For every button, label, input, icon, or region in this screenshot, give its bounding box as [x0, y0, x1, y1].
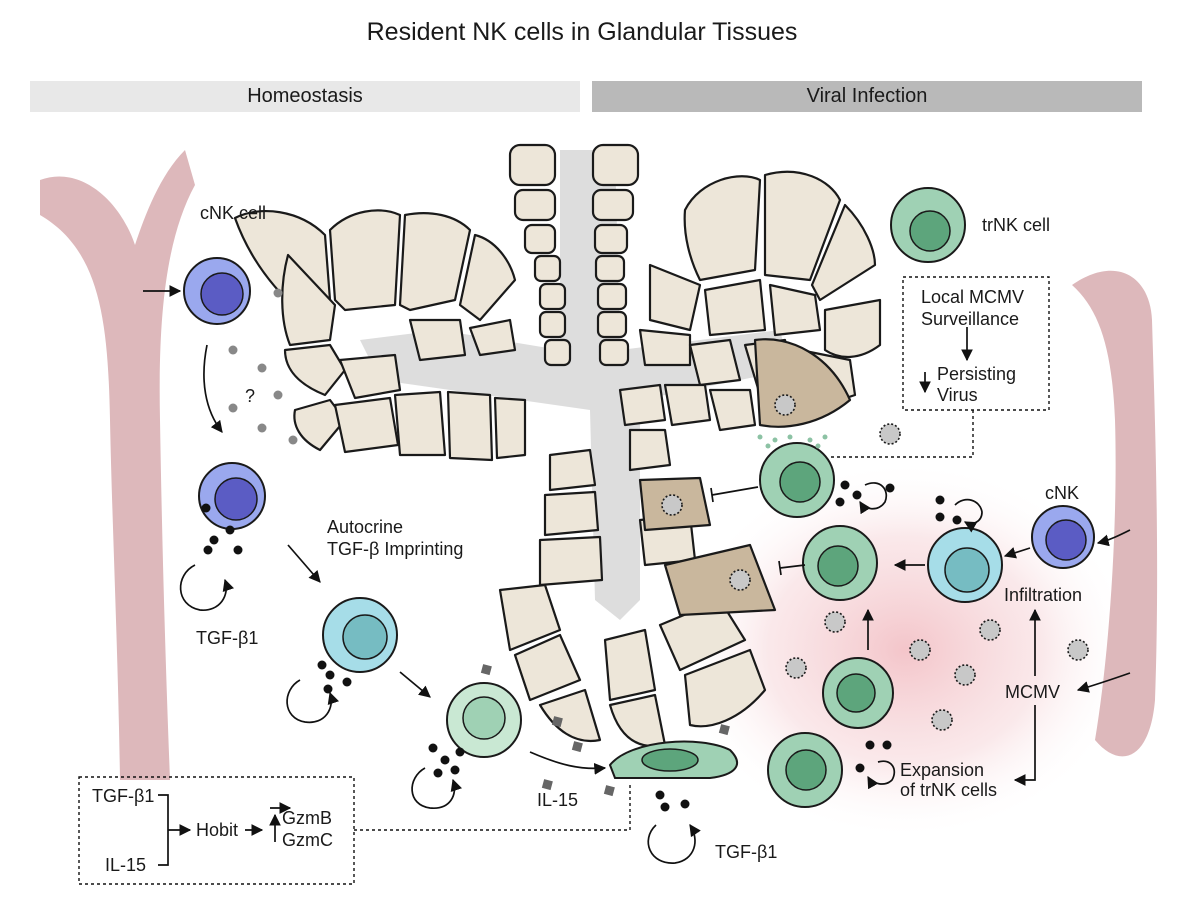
label-autocrine-1: Autocrine [327, 517, 404, 537]
label-question: ? [245, 386, 256, 406]
box-surveillance-line3: Persisting [937, 364, 1017, 384]
trnk-cell-expanding-2 [767, 732, 843, 808]
cnk-cell-infiltrating [1031, 505, 1095, 569]
box-surveillance-line4: Virus [937, 385, 978, 405]
label-autocrine-2: TGF-β Imprinting [327, 539, 464, 559]
intermediate-nk-cell-left [322, 597, 398, 673]
box-hobit-tgf: TGF-β1 [92, 786, 155, 806]
trnk-cell-homeostasis [446, 682, 522, 758]
intermediate-nk-cell-right [927, 527, 1003, 603]
panel-header-homeostasis: Homeostasis [30, 81, 580, 112]
trnk-cell-surveillance [759, 442, 835, 518]
blood-vessel-left [40, 150, 195, 780]
cnk-cell-binding-tgf [198, 462, 266, 530]
box-hobit-il15: IL-15 [105, 855, 147, 875]
blood-vessel-right [1072, 270, 1158, 757]
gland-acinar-cells [233, 143, 882, 748]
autocrine-arrows [179, 482, 983, 864]
flow-arrows [143, 285, 1131, 814]
trnk-cell-expanding-1 [822, 657, 894, 729]
virus-particles [661, 394, 1089, 731]
diagram-title: Resident NK cells in Glandular Tissues [366, 18, 798, 46]
inhibition-lines [710, 486, 806, 576]
box-surveillance-line2: Surveillance [921, 309, 1020, 329]
label-cnk-cell: cNK cell [200, 203, 267, 223]
il15-molecules [228, 288, 730, 797]
label-cnk-right: cNK [1045, 483, 1080, 503]
label-expansion-2: of trNK cells [900, 780, 998, 800]
label-expansion-1: Expansion [900, 760, 985, 780]
hobit-bracket [158, 794, 281, 866]
trnk-cell-legend [890, 187, 966, 263]
box-hobit-hobit: Hobit [196, 820, 239, 840]
box-hobit-gzmc: GzmC [282, 830, 333, 850]
label-il15: IL-15 [537, 790, 579, 810]
gland-lumen [360, 150, 790, 620]
box-surveillance-line1: Local MCMV [921, 287, 1025, 307]
label-mcmv: MCMV [1005, 682, 1060, 702]
trnk-cell-cytotoxic [802, 525, 878, 601]
label-tgf-bottom: TGF-β1 [715, 842, 778, 862]
label-trnk-cell: trNK cell [982, 215, 1051, 235]
trnk-cell-adherent [608, 740, 738, 779]
dashed-boxes [78, 276, 1050, 885]
released-granules [757, 434, 828, 449]
box-hobit-gzmb: GzmB [282, 808, 333, 828]
label-tgf-left: TGF-β1 [196, 628, 259, 648]
cnk-cell-homeostasis [183, 257, 251, 325]
tgf-beta-molecules [201, 480, 962, 812]
panel-header-viral-infection: Viral Infection [592, 81, 1142, 112]
label-infiltration: Infiltration [1004, 585, 1083, 605]
